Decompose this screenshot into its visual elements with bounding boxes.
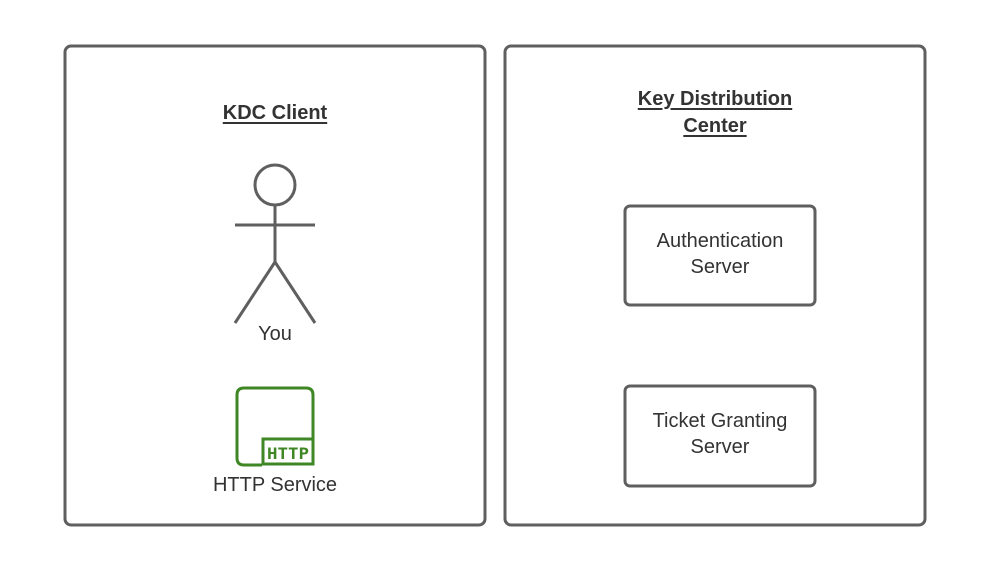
- kdc-title: Key Distribution Center: [505, 86, 925, 139]
- kdc-client-panel[interactable]: [63, 44, 487, 527]
- actor-label: You: [258, 323, 292, 345]
- server-label-line2: Server: [690, 256, 750, 278]
- authentication-server-box[interactable]: [623, 204, 817, 307]
- http-service-label: HTTP Service: [212, 474, 338, 496]
- ticket-granting-server-label: Ticket Granting Server: [625, 408, 815, 460]
- server-label-line1: Ticket Granting: [652, 410, 788, 432]
- http-service-icon[interactable]: [235, 386, 315, 467]
- server-label-line1: Authentication: [656, 230, 784, 252]
- kdc-panel[interactable]: [503, 44, 927, 527]
- stick-figure-icon[interactable]: [233, 163, 317, 324]
- server-label-line2: Server: [690, 436, 750, 458]
- http-badge-text: HTTP: [267, 444, 309, 463]
- ticket-granting-server-box[interactable]: [623, 384, 817, 488]
- kdc-title-line1: Key Distribution: [637, 88, 793, 110]
- kdc-client-title: KDC Client: [222, 102, 328, 124]
- authentication-server-label: Authentication Server: [625, 228, 815, 280]
- kdc-title-line2: Center: [683, 115, 747, 137]
